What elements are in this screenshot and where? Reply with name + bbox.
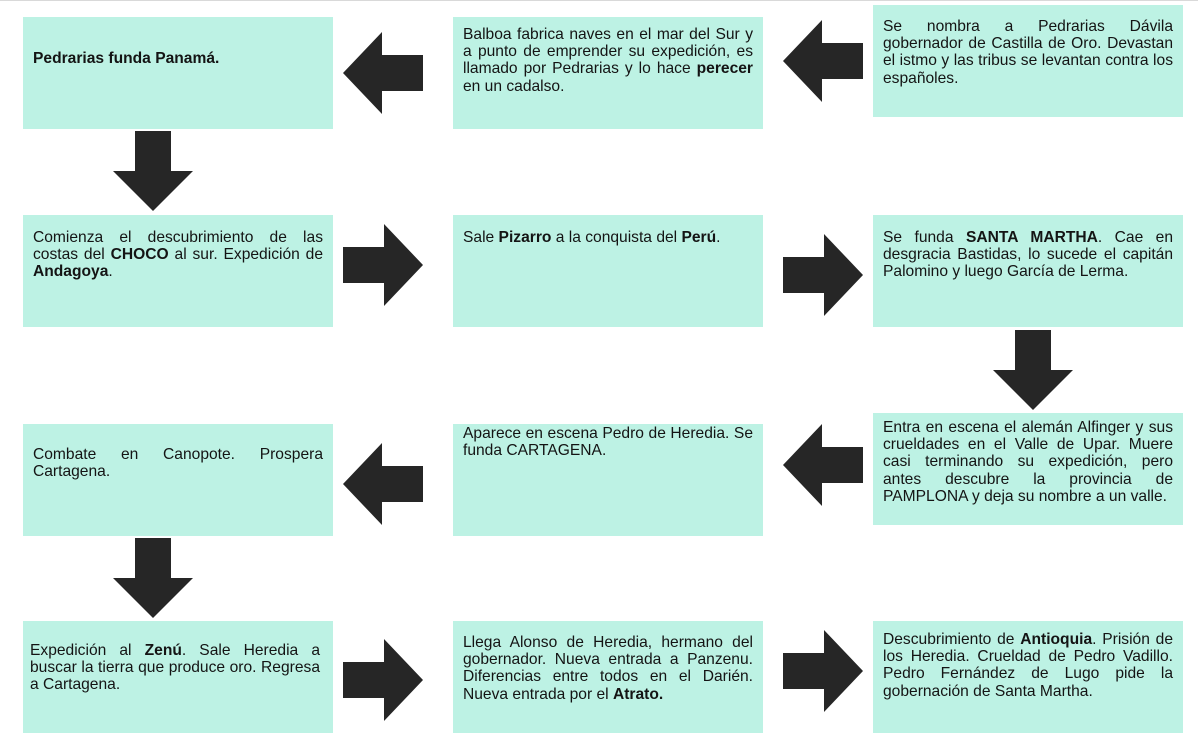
arrow-right-step4-to-step5	[343, 224, 423, 306]
step-text-bold: Atrato.	[612, 685, 664, 703]
step-box-alfinger: Entra en escena el alemán Alfinger y sus…	[873, 413, 1183, 525]
arrow-right-step11-to-step12	[783, 630, 863, 712]
step-text: Aparece en escena Pedro de Heredia. Se f…	[463, 425, 753, 460]
step-text: Se nombra a Pedrarias Dávila gobernador …	[883, 18, 1173, 87]
arrow-down-step9-to-step10	[113, 538, 193, 618]
step-text: en un cadalso.	[463, 77, 565, 95]
step-box-pedrarias-gobernador: Se nombra a Pedrarias Dávila gobernador …	[873, 5, 1183, 117]
top-border-line	[0, 0, 1198, 1]
arrow-right-step10-to-step11	[343, 639, 423, 721]
step-text: Llega Alonso de Heredia, hermano del gob…	[463, 634, 753, 703]
arrow-left-step1-to-step2	[783, 20, 863, 102]
step-box-expedicion-zenu: Expedición al Zenú. Sale Heredia a busca…	[23, 621, 333, 733]
step-text: Descubrimiento de	[883, 631, 1021, 648]
step-box-pizarro-peru: Sale Pizarro a la conquista del Perú.	[453, 215, 763, 327]
step-box-descubrimiento-choco: Comienza el descubrimiento de las costas…	[23, 215, 333, 327]
arrow-right-step5-to-step6	[783, 234, 863, 316]
step-text-bold: perecer	[696, 60, 753, 78]
step-text: . Cae en desgracia Bastidas, lo sucede e…	[883, 229, 1174, 281]
arrow-left-step8-to-step9	[343, 443, 423, 525]
step-text-bold: SANTA MARTHA	[965, 229, 1098, 246]
arrow-left-step2-to-step3	[343, 32, 423, 114]
step-text: . Prisión de los Heredia. Crueldad de Pe…	[883, 631, 1173, 700]
step-box-combate-canopote: Combate en Canopote. Prospera Cartagena.	[23, 424, 333, 536]
step-text-bold: Antioquia	[1020, 631, 1093, 648]
step-text: Expedición al	[30, 642, 145, 659]
arrow-left-step7-to-step8	[783, 424, 863, 506]
step-text-bold: Andagoya	[33, 263, 109, 281]
step-text: Balboa fabrica naves en el mar del Sur y…	[463, 26, 753, 78]
step-text-bold: Perú	[681, 229, 717, 246]
step-text-bold: Zenú	[144, 642, 182, 659]
step-text: al sur. Expedición de	[168, 246, 324, 264]
step-text: a la conquista del	[551, 229, 682, 246]
step-text-bold: Pizarro	[498, 229, 552, 246]
step-text: .	[108, 263, 113, 281]
arrow-down-step3-to-step4	[113, 131, 193, 211]
step-box-antioquia: Descubrimiento de Antioquia. Prisión de …	[873, 621, 1183, 733]
step-text: Comienza el descubrimiento de las costas…	[33, 229, 323, 264]
step-text: Entra en escena el alemán Alfinger y sus…	[883, 419, 1173, 505]
step-text: .	[716, 229, 721, 246]
step-text: . Sale Heredia a buscar la tierra que pr…	[30, 642, 320, 694]
arrow-down-step6-to-step7	[993, 330, 1073, 410]
step-text: Combate en Canopote. Prospera Cartagena.	[33, 446, 323, 481]
step-text-bold: Pedrarias funda Panamá.	[33, 50, 220, 67]
step-box-alonso-heredia: Llega Alonso de Heredia, hermano del gob…	[453, 621, 763, 733]
step-box-pedrarias-funda-panama: Pedrarias funda Panamá.	[23, 17, 333, 129]
step-box-balboa-naves: Balboa fabrica naves en el mar del Sur y…	[453, 17, 763, 129]
step-box-santa-martha: Se funda SANTA MARTHA. Cae en desgracia …	[873, 215, 1183, 327]
step-text: Se funda	[883, 229, 966, 246]
step-text: Sale	[463, 229, 499, 246]
step-text-bold: CHOCO	[110, 246, 169, 264]
step-box-heredia-cartagena: Aparece en escena Pedro de Heredia. Se f…	[453, 424, 763, 536]
